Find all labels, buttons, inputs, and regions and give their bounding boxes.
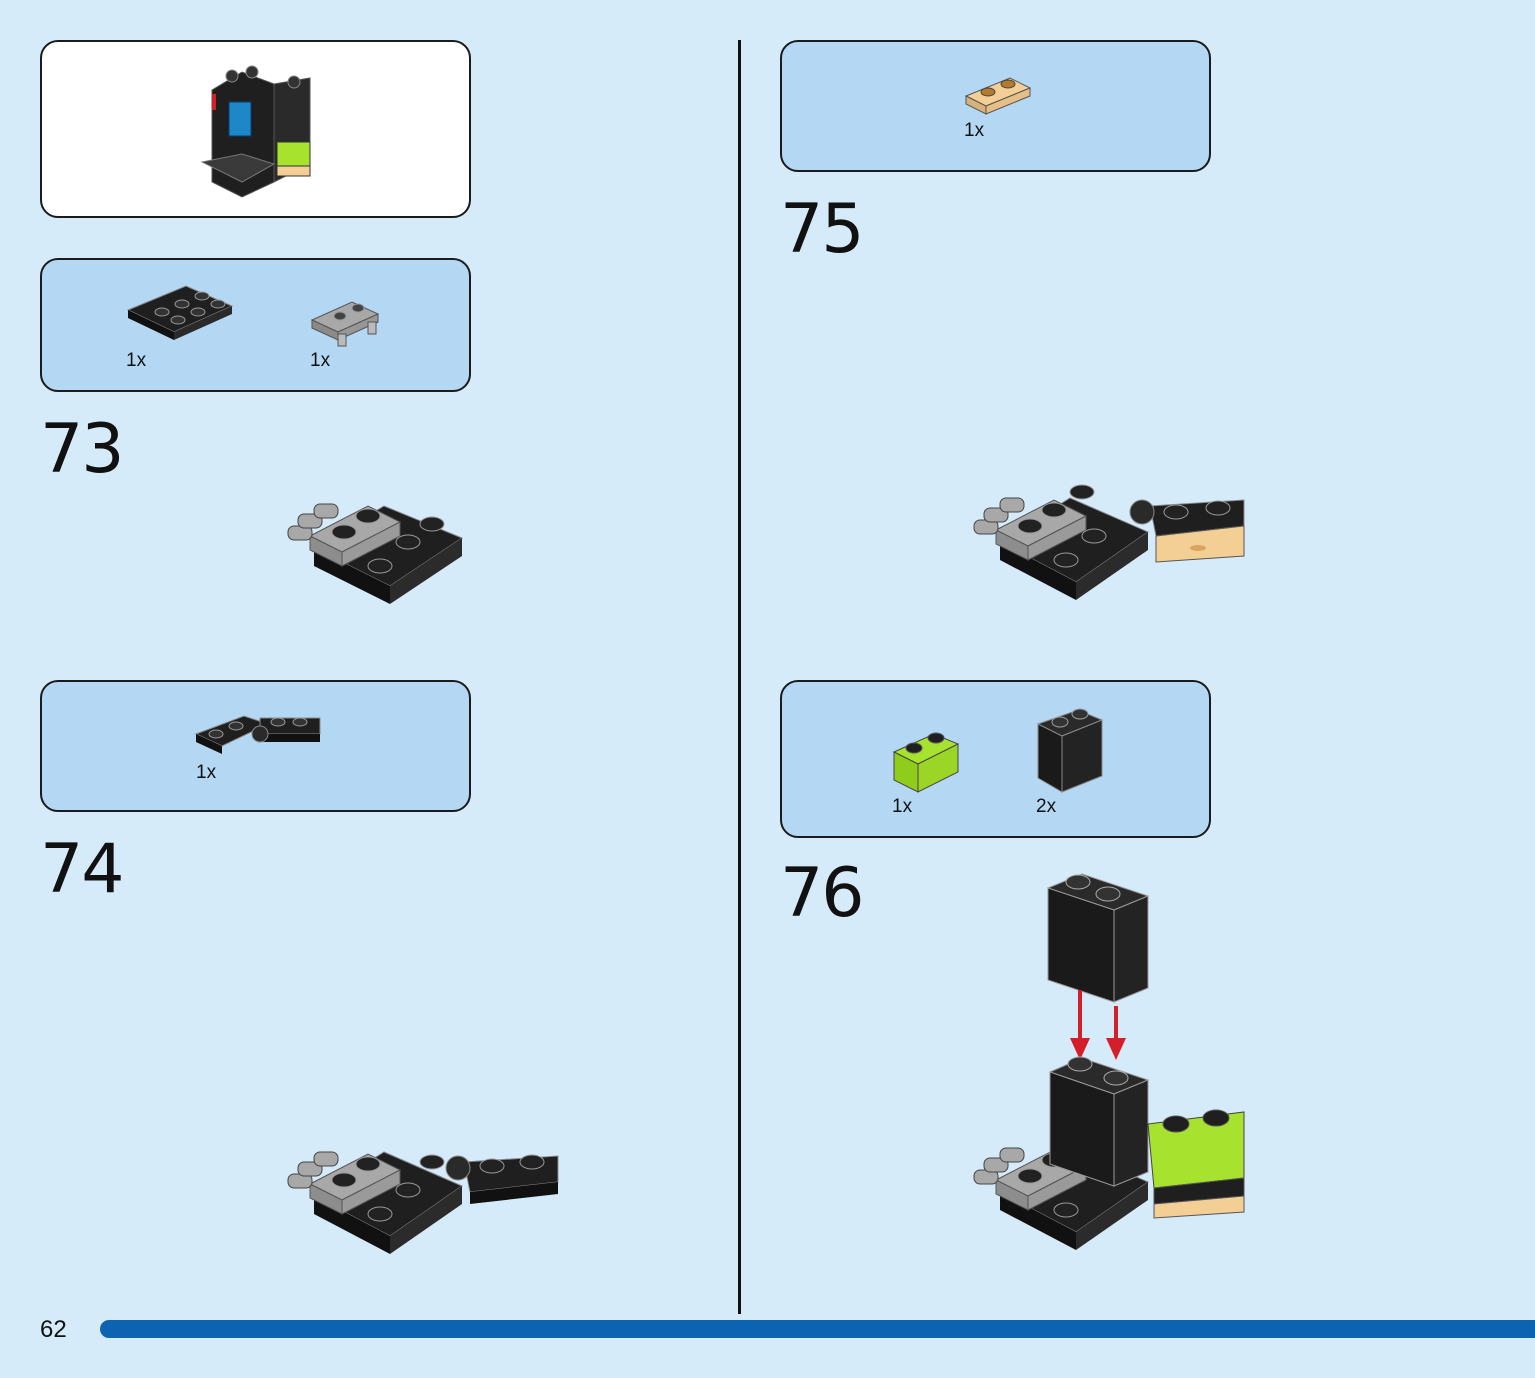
tile-1x2-tan-part xyxy=(964,77,1032,115)
page-number: 62 xyxy=(40,1316,67,1343)
step-number: 73 xyxy=(40,410,125,489)
step-number: 76 xyxy=(780,854,865,933)
step-73-assembly xyxy=(287,503,464,604)
part-quantity: 1x xyxy=(892,796,913,817)
parts-list-step-74: 1x xyxy=(40,680,471,812)
parts-list-step-73: 1x 1x xyxy=(40,258,471,392)
hinge-plate-black-part xyxy=(194,715,321,754)
step-75-assembly xyxy=(973,484,1245,600)
step-number: 74 xyxy=(40,830,125,909)
column-divider xyxy=(738,40,741,1314)
progress-bar xyxy=(100,1320,1535,1338)
brick-1x2x2-black-part xyxy=(1036,708,1104,793)
parts-list-step-76: 1x 2x xyxy=(780,680,1211,838)
part-quantity: 2x xyxy=(1036,796,1057,817)
part-quantity: 1x xyxy=(196,762,217,783)
submodel-callout xyxy=(40,40,471,218)
submodel-illustration xyxy=(200,65,311,198)
part-quantity: 1x xyxy=(310,350,331,371)
plate-2x3-black-part xyxy=(126,285,234,340)
plate-clip-grey-part xyxy=(310,301,380,347)
part-quantity: 1x xyxy=(126,350,147,371)
step-number: 75 xyxy=(780,190,865,269)
step-74-assembly xyxy=(287,1151,559,1254)
part-quantity: 1x xyxy=(964,120,985,141)
brick-1x2-lime-part xyxy=(892,732,960,793)
step-76-assembly xyxy=(973,873,1245,1250)
parts-list-step-75: 1x xyxy=(780,40,1211,172)
